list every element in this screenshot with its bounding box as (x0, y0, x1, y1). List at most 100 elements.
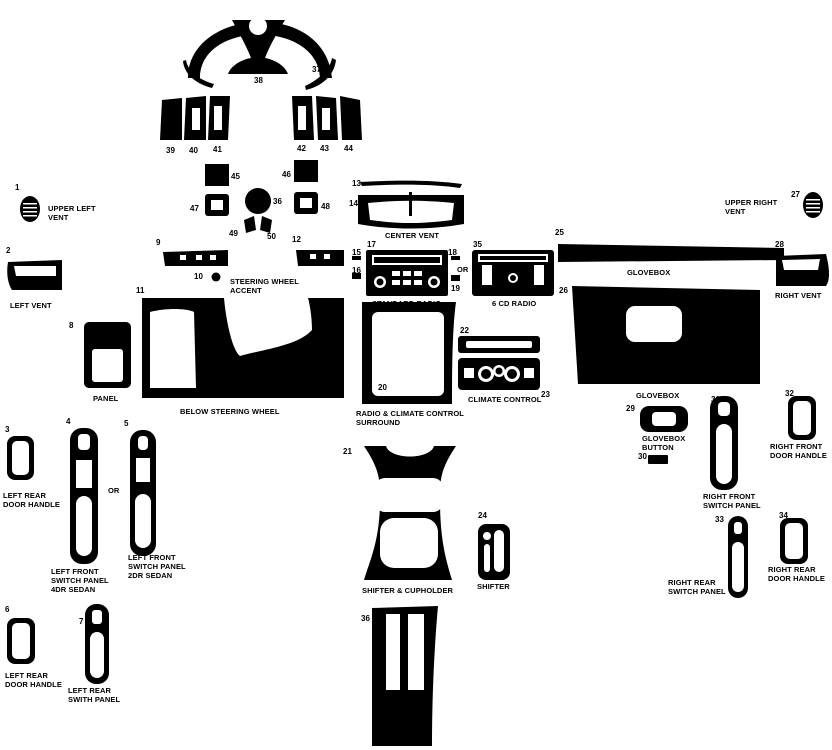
number-3: 3 (5, 425, 10, 434)
number-13: 13 (352, 179, 361, 188)
part-17-standard-radio (366, 250, 448, 296)
part-31-right-front-switch (710, 396, 738, 490)
number-28: 28 (775, 240, 784, 249)
number-31: 31 (711, 395, 720, 404)
part-10-wheel-accent (211, 272, 221, 282)
part-4-left-front-switch-4dr (70, 428, 98, 564)
part-2-left-vent (7, 260, 63, 290)
label-right-front-switch: RIGHT FRONT SWITCH PANEL (703, 492, 761, 510)
number-24: 24 (478, 511, 487, 520)
part-18-small-trim (451, 256, 460, 260)
number-2: 2 (6, 246, 11, 255)
part-44-vent-trim (340, 96, 362, 140)
part-41-vent-trim (208, 96, 230, 140)
label-climate-control: CLIMATE CONTROL (468, 395, 542, 404)
number-39: 39 (166, 146, 175, 155)
label-left-vent: LEFT VENT (10, 301, 52, 310)
part-20-radio-climate-surround (362, 302, 456, 404)
part-5-left-front-switch-2dr (130, 430, 156, 556)
number-20: 20 (378, 383, 387, 392)
number-27: 27 (791, 190, 800, 199)
number-36-wheel: 36 (273, 197, 282, 206)
number-40: 40 (189, 146, 198, 155)
number-48: 48 (321, 202, 330, 211)
label-center-vent: CENTER VENT (385, 231, 440, 240)
label-upper-right-vent: UPPER RIGHT VENT (725, 198, 778, 216)
label-left-rear-door-handle-6: LEFT REAR DOOR HANDLE (5, 671, 62, 689)
number-8: 8 (69, 321, 74, 330)
number-12: 12 (292, 235, 301, 244)
number-42: 42 (297, 144, 306, 153)
part-8-panel (84, 322, 131, 388)
number-18: 18 (448, 248, 457, 257)
number-45: 45 (231, 172, 240, 181)
part-29-glovebox-button (640, 406, 688, 432)
part-26-glovebox (572, 286, 760, 384)
label-below-steering-wheel: BELOW STEERING WHEEL (180, 407, 280, 416)
part-48-wheel-trim (294, 192, 318, 214)
part-6-left-rear-door-handle (7, 618, 35, 664)
label-left-rear-switch-panel: LEFT REAR SWITH PANEL (68, 686, 121, 704)
part-30-small-trim (648, 455, 668, 464)
number-38: 38 (254, 76, 263, 85)
label-right-vent: RIGHT VENT (775, 291, 822, 300)
label-standard-radio: STANDARD RADIO (372, 299, 442, 308)
number-22: 22 (460, 326, 469, 335)
part-22-climate-trim (458, 336, 540, 353)
number-37: 37 (312, 65, 321, 74)
part-12-wheel-accent (296, 250, 344, 266)
part-47-wheel-trim (205, 194, 229, 216)
or-connector-left: OR (108, 486, 120, 495)
label-glovebox-25: GLOVEBOX (627, 268, 671, 277)
part-40-vent-trim (184, 96, 206, 140)
part-3-left-rear-door-handle (7, 436, 34, 480)
part-42-vent-trim (292, 96, 314, 140)
number-46: 46 (282, 170, 291, 179)
part-14-center-vent (358, 192, 464, 229)
label-left-front-switch-2dr: LEFT FRONT SWITCH PANEL 2DR SEDAN (128, 553, 186, 580)
number-5: 5 (124, 419, 129, 428)
number-11: 11 (136, 286, 145, 295)
part-33-right-rear-switch (728, 516, 748, 598)
number-32: 32 (785, 389, 794, 398)
number-10: 10 (194, 272, 203, 281)
number-47: 47 (190, 204, 199, 213)
part-43-vent-trim (316, 96, 338, 140)
part-9-wheel-accent (163, 250, 228, 266)
part-38-cowl-left-trim (183, 60, 214, 88)
part-27-upper-right-vent (803, 192, 823, 218)
label-left-front-switch-4dr: LEFT FRONT SWITCH PANEL 4DR SEDAN (51, 567, 109, 594)
part-46-wheel-trim (294, 160, 318, 182)
label-steering-wheel-accent: STEERING WHEEL ACCENT (230, 277, 299, 295)
label-right-front-door-handle: RIGHT FRONT DOOR HANDLE (770, 442, 827, 460)
label-shifter-cupholder: SHIFTER & CUPHOLDER (362, 586, 454, 595)
number-49: 49 (229, 229, 238, 238)
number-35: 35 (473, 240, 482, 249)
number-33: 33 (715, 515, 724, 524)
part-11-below-steering-wheel (142, 298, 344, 398)
label-shifter: SHIFTER (477, 582, 510, 591)
label-right-rear-switch: RIGHT REAR SWITCH PANEL (668, 578, 726, 596)
part-7-left-rear-switch-panel (85, 604, 109, 684)
part-32-right-front-door-handle (788, 396, 816, 440)
part-16-small-trim (352, 273, 361, 279)
number-36-console: 36 (361, 614, 370, 623)
number-30: 30 (638, 452, 647, 461)
number-23: 23 (541, 390, 550, 399)
number-17: 17 (367, 240, 376, 249)
part-23-climate-control (458, 358, 540, 390)
label-left-rear-door-handle-3: LEFT REAR DOOR HANDLE (3, 491, 60, 509)
number-50: 50 (267, 232, 276, 241)
label-upper-left-vent: UPPER LEFT VENT (48, 204, 96, 222)
number-6: 6 (5, 605, 10, 614)
label-panel: PANEL (93, 394, 119, 403)
number-19: 19 (451, 284, 460, 293)
part-15-small-trim (352, 256, 361, 260)
number-43: 43 (320, 144, 329, 153)
number-29: 29 (626, 404, 635, 413)
part-45-wheel-trim (205, 164, 229, 186)
label-radio-climate-surround: RADIO & CLIMATE CONTROL SURROUND (356, 409, 464, 427)
label-glovebox-26: GLOVEBOX (636, 391, 680, 400)
label-6cd-radio: 6 CD RADIO (492, 299, 537, 308)
